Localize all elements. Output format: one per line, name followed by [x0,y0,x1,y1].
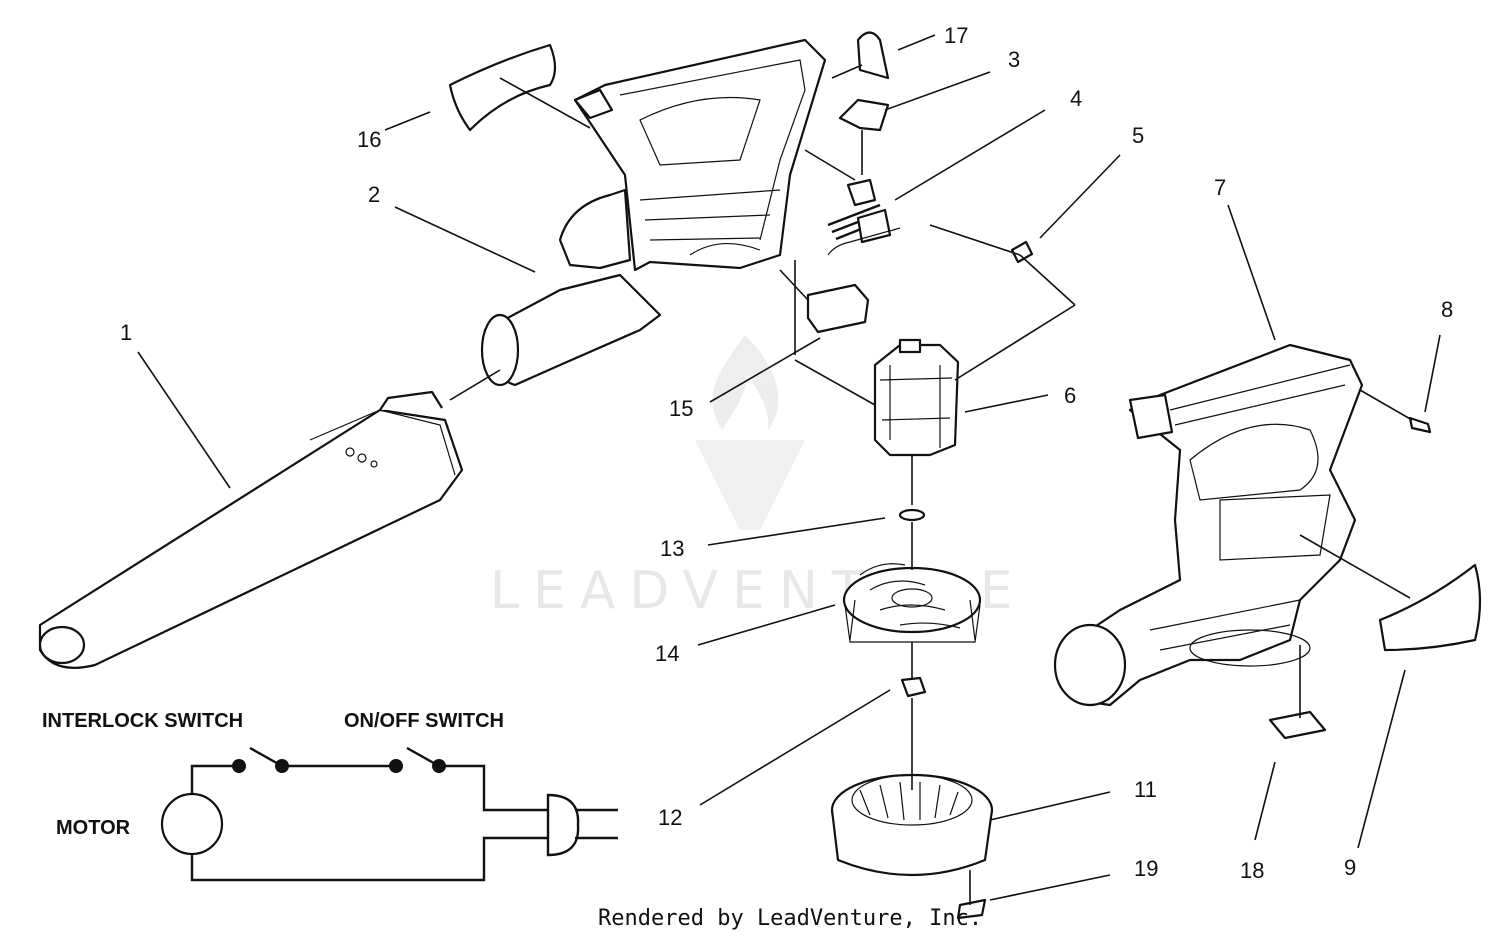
part-15-switch-block [806,283,870,334]
part-3-bracket [838,98,890,132]
part-5-screw [1010,240,1034,264]
callout-13: 13 [660,536,684,561]
part-4-switch [827,178,901,256]
part-12-nut [900,676,927,698]
callout-12: 12 [658,805,682,830]
part-16-decal [448,43,557,132]
callout-3: 3 [1008,47,1020,72]
callout-11: 11 [1134,777,1157,802]
callout-4: 4 [1070,86,1082,111]
callout-numbers: 1 2 3 4 5 6 7 8 9 11 12 13 14 15 16 17 1… [120,23,1453,883]
onoff-contact-left [389,759,403,773]
callout-8: 8 [1441,297,1453,322]
callout-2: 2 [368,182,380,207]
part-6-motor [873,338,960,480]
callout-19: 19 [1134,856,1158,881]
interlock-contact-left [232,759,246,773]
callout-14: 14 [655,641,679,666]
callout-15: 15 [669,396,693,421]
callout-18: 18 [1240,858,1264,883]
part-7-blower-assembly [1053,343,1364,707]
motor-label: MOTOR [56,817,131,839]
part-14-impeller [842,563,982,643]
callout-17: 17 [944,23,968,48]
leader-lines [137,34,1441,905]
footer-credit: Rendered by LeadVenture, Inc. [598,906,982,931]
motor-symbol [160,792,224,856]
part-2-housing-left [480,38,827,387]
callout-5: 5 [1132,123,1144,148]
part-1-nozzle [38,390,464,669]
circuit-top-wire [190,764,239,795]
part-17-decal [856,31,890,80]
wiring-schematic: INTERLOCK SWITCH ON/OFF SWITCH MOTOR [42,710,618,882]
part-8-screw [1408,416,1432,434]
interlock-switch-label: INTERLOCK SWITCH [42,710,243,732]
part-9-decal [1378,563,1482,652]
callout-1: 1 [120,320,132,345]
callout-7: 7 [1214,175,1226,200]
part-19-clip [956,898,987,920]
part-13-washer [898,508,926,522]
circuit-bottom-wire [190,836,548,882]
part-11-fan-housing [830,773,994,877]
plug-symbol [546,793,618,857]
callout-6: 6 [1064,383,1076,408]
onoff-switch-label: ON/OFF SWITCH [344,710,504,732]
callout-16: 16 [357,127,381,152]
part-18-label [1268,710,1327,740]
callout-9: 9 [1344,855,1356,880]
